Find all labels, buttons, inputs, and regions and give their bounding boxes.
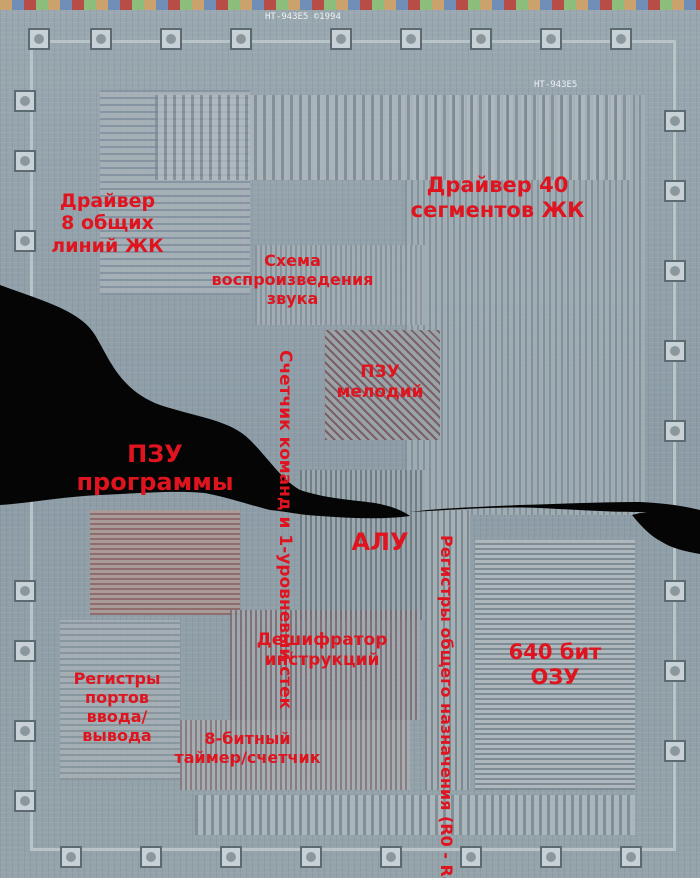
bond-pad xyxy=(664,110,686,132)
bottom-driver-array xyxy=(195,795,635,835)
chip-marking-top: HT-943E5 ©1994 xyxy=(265,12,341,22)
bond-pad xyxy=(540,846,562,868)
bond-pad xyxy=(330,28,352,50)
melody-rom-block xyxy=(325,330,440,440)
bond-pad xyxy=(540,28,562,50)
decoder-block xyxy=(230,610,420,720)
bond-pad xyxy=(28,28,50,50)
epoxy-mask-left xyxy=(0,285,410,519)
bond-pad xyxy=(14,640,36,662)
label-instruction-decoder: Дешифратор инструкций xyxy=(256,630,388,671)
label-program-counter-stack: Счетчик команд и 1-уровневый стек xyxy=(275,350,295,710)
label-alu: АЛУ xyxy=(351,528,409,556)
alu-block xyxy=(300,470,425,620)
bond-pad xyxy=(14,790,36,812)
bond-pad xyxy=(230,28,252,50)
bond-pad xyxy=(14,720,36,742)
bond-pad xyxy=(14,580,36,602)
top-driver-array xyxy=(155,95,630,180)
bond-pad xyxy=(300,846,322,868)
label-sound-circuit: Схема воспроизведения звука xyxy=(211,251,374,308)
label-lcd-segment-driver: Драйвер 40 сегментов ЖК xyxy=(410,173,585,222)
top-metal-strip xyxy=(0,0,700,10)
bond-pad xyxy=(664,740,686,762)
bond-pad xyxy=(400,28,422,50)
bond-pad xyxy=(620,846,642,868)
bond-pad xyxy=(60,846,82,868)
epoxy-mask-edge-right xyxy=(632,512,700,554)
bond-pad xyxy=(460,846,482,868)
sound-block xyxy=(255,245,425,325)
bond-pad xyxy=(160,28,182,50)
bond-pad xyxy=(14,230,36,252)
label-io-port-registers: Регистры портов ввода/ вывода xyxy=(73,669,161,745)
ram-array xyxy=(475,540,635,790)
bond-pad xyxy=(664,260,686,282)
bond-pad xyxy=(90,28,112,50)
program-rom-array xyxy=(90,510,240,615)
bond-pad xyxy=(470,28,492,50)
label-lcd-common-driver: Драйвер 8 общих линий ЖК xyxy=(51,190,164,257)
label-program-rom: ПЗУ программы xyxy=(76,440,234,497)
label-melody-rom: ПЗУ мелодий xyxy=(336,362,424,403)
bond-pad xyxy=(220,846,242,868)
bond-pad xyxy=(664,580,686,602)
register-block xyxy=(425,510,470,790)
timer-block xyxy=(180,720,410,790)
bond-pad xyxy=(664,420,686,442)
bond-pad xyxy=(14,150,36,172)
bond-pad xyxy=(664,660,686,682)
chip-marking-inner: HT-943E5 xyxy=(534,80,578,90)
io-register-block xyxy=(60,620,180,780)
bond-pad xyxy=(664,340,686,362)
bond-pad xyxy=(380,846,402,868)
bond-pad xyxy=(610,28,632,50)
bond-pad xyxy=(140,846,162,868)
bond-pad xyxy=(14,90,36,112)
bond-pad xyxy=(664,180,686,202)
label-ram: 640 бит ОЗУ xyxy=(508,640,602,689)
epoxy-mask-right xyxy=(410,502,700,552)
label-timer-counter: 8-битный таймер/счетчик xyxy=(174,729,321,767)
